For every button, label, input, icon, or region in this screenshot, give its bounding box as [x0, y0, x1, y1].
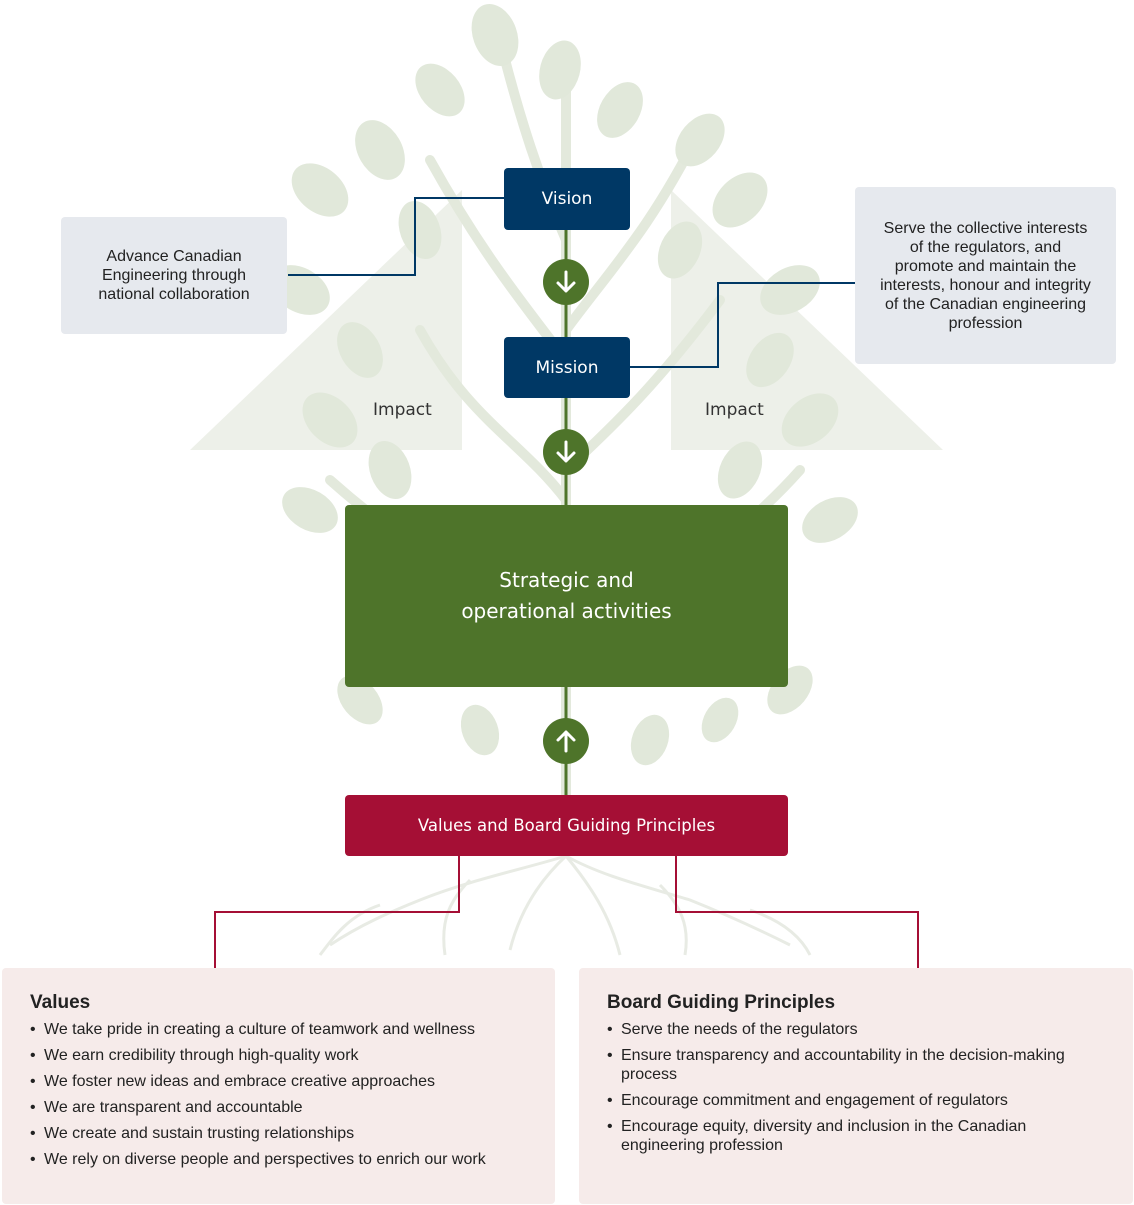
impact-triangle-left	[190, 190, 462, 450]
values-panel: Values We take pride in creating a cultu…	[2, 968, 555, 1204]
impact-triangle-right	[671, 190, 943, 450]
mission-connector	[630, 282, 855, 368]
board-principles-item: Serve the needs of the regulators	[607, 1020, 1103, 1039]
foundation-bar: Values and Board Guiding Principles	[345, 795, 788, 856]
values-item: We rely on diverse people and perspectiv…	[30, 1150, 527, 1169]
vision-statement: Advance Canadian Engineering through nat…	[98, 248, 250, 303]
vision-statement-box: Advance Canadian Engineering through nat…	[61, 217, 287, 334]
activities-box: Strategic and operational activities	[345, 505, 788, 687]
activities-line-2: operational activities	[461, 599, 672, 623]
mission-label: Mission	[535, 357, 599, 378]
values-item: We are transparent and accountable	[30, 1098, 527, 1117]
mission-statement: Serve the collective interests of the re…	[880, 219, 1091, 332]
vision-label: Vision	[541, 189, 593, 209]
board-connector	[675, 856, 919, 968]
board-principles-item: Encourage equity, diversity and inclusio…	[607, 1117, 1103, 1155]
arrow-down-icon	[543, 259, 589, 305]
board-principles-panel: Board Guiding Principles Serve the needs…	[579, 968, 1133, 1204]
values-item: We create and sustain trusting relations…	[30, 1124, 527, 1143]
impact-label-left: Impact	[373, 400, 432, 420]
board-principles-list: Serve the needs of the regulators Ensure…	[607, 1020, 1103, 1155]
tree-leaves	[270, 4, 858, 766]
activities-line-1: Strategic and	[499, 568, 634, 592]
impact-label-right: Impact	[705, 400, 764, 420]
mission-statement-box: Serve the collective interests of the re…	[855, 187, 1116, 364]
values-title: Values	[30, 992, 91, 1013]
board-principles-title: Board Guiding Principles	[607, 992, 836, 1013]
values-connector	[214, 856, 460, 968]
values-item: We earn credibility through high-quality…	[30, 1046, 527, 1065]
vision-box: Vision	[504, 168, 630, 230]
board-principles-item: Ensure transparency and accountability i…	[607, 1046, 1103, 1084]
arrow-down-icon	[543, 429, 589, 475]
arrow-up-icon	[543, 718, 589, 764]
navy-connectors	[288, 197, 855, 368]
values-item: We take pride in creating a culture of t…	[30, 1020, 527, 1039]
red-connectors	[214, 856, 919, 968]
values-list: We take pride in creating a culture of t…	[30, 1020, 527, 1169]
vision-connector	[288, 197, 504, 276]
mission-box: Mission	[504, 337, 630, 398]
foundation-label: Values and Board Guiding Principles	[417, 816, 716, 835]
tree-roots	[318, 854, 812, 956]
values-item: We foster new ideas and embrace creative…	[30, 1072, 527, 1091]
board-principles-item: Encourage commitment and engagement of r…	[607, 1091, 1103, 1110]
